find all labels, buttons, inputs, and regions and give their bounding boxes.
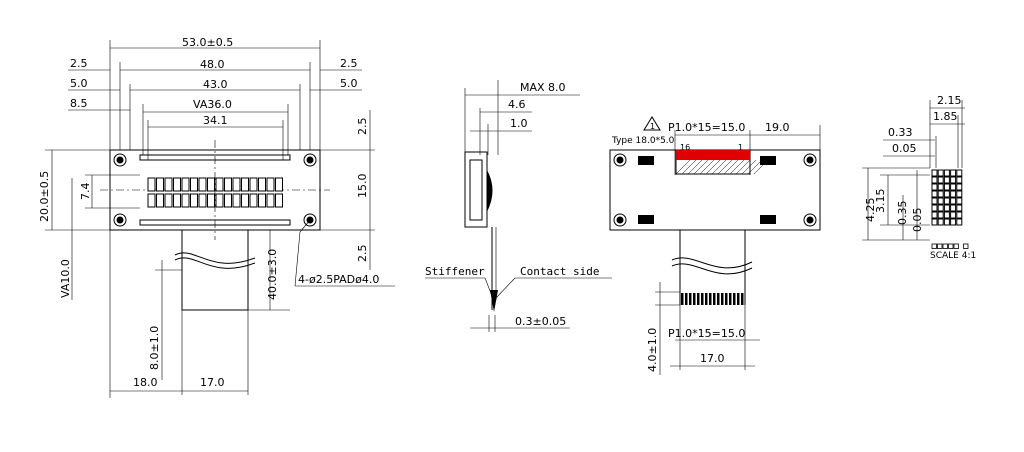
side-view: MAX 8.0 4.6 1.0 Stiffener Contact side 0…	[425, 80, 612, 332]
d-0-33-label: 0.33	[888, 126, 913, 139]
type-label: Type 18.0*5.0	[611, 136, 675, 146]
bottom-17-label: 17.0	[200, 376, 225, 389]
character-cells	[147, 177, 283, 208]
warning-mark: 1	[650, 122, 655, 131]
width-43-label: 43.0	[203, 78, 228, 91]
max-label: MAX 8.0	[520, 81, 566, 94]
left-8-5-label: 8.5	[70, 97, 88, 110]
top-2-5-label: 2.5	[356, 118, 369, 136]
left-2-5-label: 2.5	[70, 57, 88, 70]
d-1-85-label: 1.85	[933, 110, 958, 123]
height-total-label: 20.0±0.5	[38, 171, 51, 222]
char-width-label: 34.1	[203, 114, 228, 127]
left-5-0-label: 5.0	[70, 77, 88, 90]
pin-16-label: 16	[680, 143, 690, 152]
d-17-label: 17.0	[700, 352, 725, 365]
stiffener-label: Stiffener	[425, 265, 485, 278]
height-7-4-label: 7.4	[79, 183, 92, 201]
d-1-0-label: 1.0	[510, 117, 528, 130]
width-48-label: 48.0	[200, 58, 225, 71]
pin-1-label: 1	[738, 143, 743, 152]
overall-width-label: 53.0±0.5	[182, 36, 233, 49]
bottom-18-label: 18.0	[133, 376, 158, 389]
va-width-label: VA36.0	[193, 98, 232, 111]
scale-label: SCALE 4:1	[930, 251, 976, 261]
contact-highlight	[676, 150, 750, 160]
bot-2-5-label: 2.5	[356, 245, 369, 263]
d-2-15-label: 2.15	[937, 94, 962, 107]
fpc-fingers	[681, 293, 744, 305]
d-4-25-label: 4.25	[864, 198, 877, 223]
va-height-label: VA10.0	[59, 259, 72, 298]
d-0-05-top-label: 0.05	[892, 142, 917, 155]
d-3-15-label: 3.15	[874, 189, 887, 214]
pitch-top-label: P1.0*15=15.0	[668, 121, 745, 134]
height-15-label: 15.0	[356, 174, 369, 199]
character-dot-grid	[931, 169, 963, 226]
d-0-35-label: 0.35	[896, 201, 909, 226]
d-19-label: 19.0	[765, 121, 790, 134]
hole-spec-label: 4-ø2.5PADø4.0	[298, 273, 379, 286]
right-5-0-label: 5.0	[340, 77, 358, 90]
pitch-bottom-label: P1.0*15=15.0	[668, 327, 745, 340]
scale-boxes	[931, 243, 969, 249]
d-4-label: 4.0±1.0	[646, 328, 659, 372]
fpc-tip-label: 8.0±1.0	[148, 326, 161, 370]
thickness-label: 0.3±0.05	[515, 315, 566, 328]
contact-hatch	[675, 159, 769, 175]
detail-view: 2.15 1.85 0.33 0.05 4.25 3.15 0.35 0.05 …	[862, 94, 976, 261]
back-view: P1.0*15=15.0 19.0 1 Type 18.0*5.0 16 1 4…	[609, 116, 821, 375]
fpc-length-label: 40.0±3.0	[266, 249, 279, 300]
right-2-5-label: 2.5	[340, 57, 358, 70]
d-0-05-v-label: 0.05	[911, 208, 924, 233]
contact-side-label: Contact side	[520, 265, 599, 278]
d-4-6-label: 4.6	[508, 98, 526, 111]
front-view: 53.0±0.5 48.0 43.0 VA36.0 34.1 2.5 5.0 8…	[38, 36, 395, 398]
